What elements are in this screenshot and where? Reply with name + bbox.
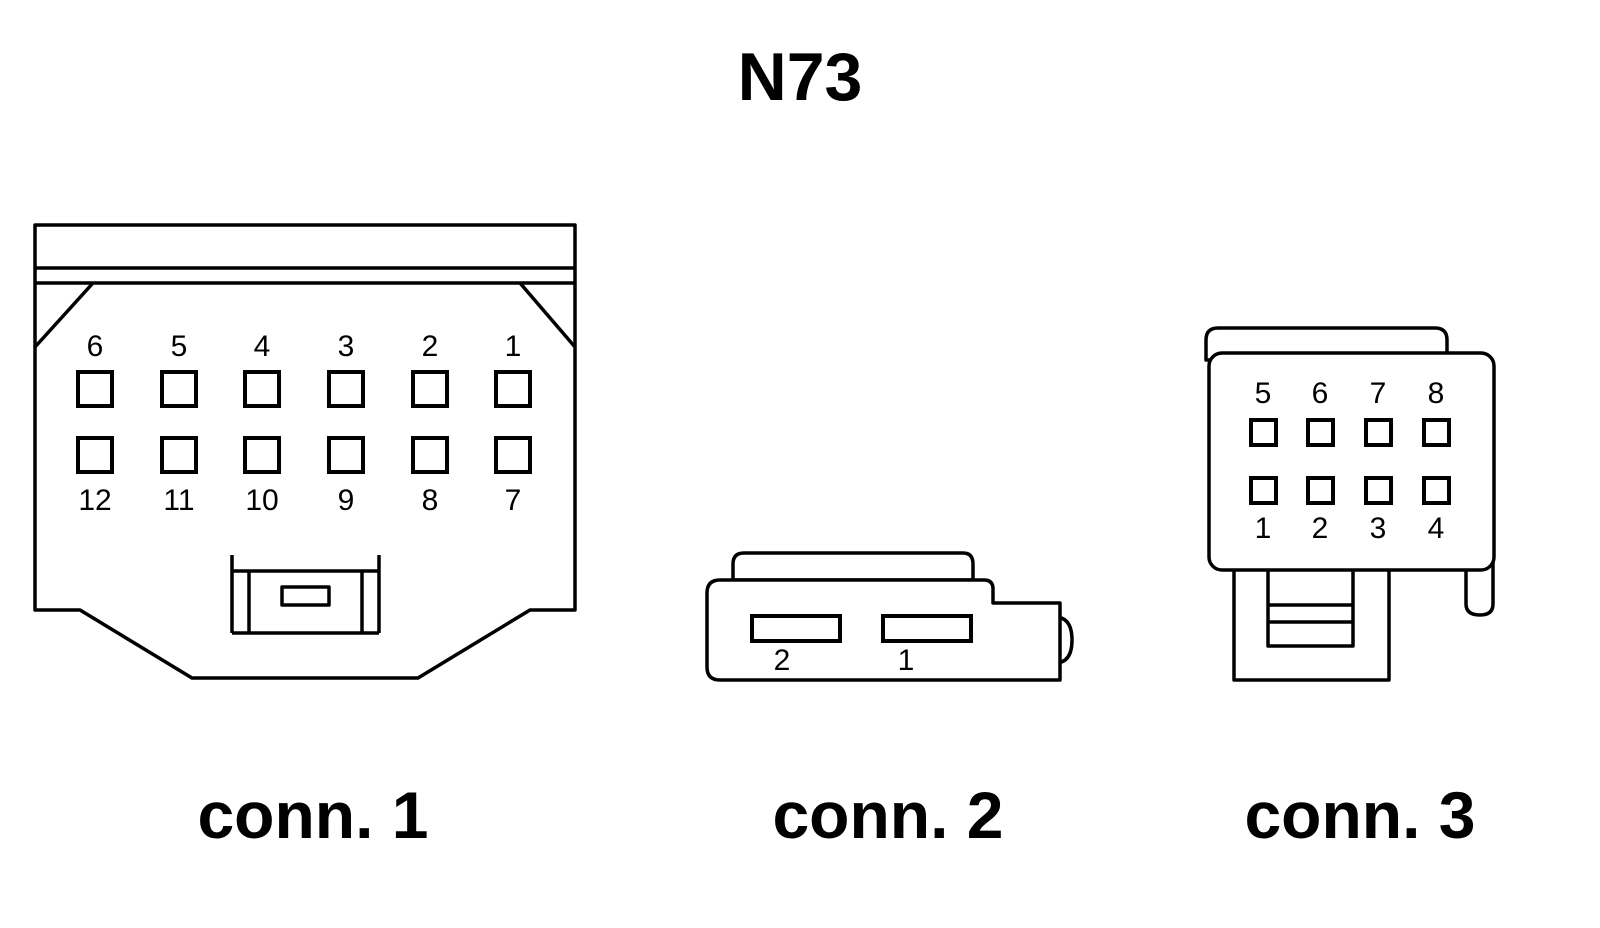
- pin-number: 5: [1255, 377, 1272, 410]
- connector-1-latch: [230, 555, 381, 635]
- connector-2-label: conn. 2: [772, 778, 1003, 852]
- pin-1: [494, 370, 532, 408]
- pin-number: 7: [505, 484, 522, 517]
- pin-12: [76, 436, 114, 474]
- connector-1-pins: [76, 370, 532, 474]
- pin-1: [1249, 476, 1278, 505]
- connector-2: 2 1: [705, 551, 1074, 682]
- pin-2: [750, 614, 842, 643]
- pin-number: 5: [171, 330, 188, 363]
- pin-7: [1364, 418, 1393, 447]
- pin-10: [243, 436, 281, 474]
- pin-3: [327, 370, 365, 408]
- connector-3: 5 6 7 8 1 2 3 4: [1204, 326, 1496, 682]
- pin-number: 1: [898, 644, 915, 677]
- connector-1-right-chamfer: [518, 281, 577, 349]
- pin-number: 7: [1370, 377, 1387, 410]
- pin-number: 6: [87, 330, 104, 363]
- connector-1-pin-numbers: 6 5 4 3 2 1 12 11 10 9 8 7: [78, 330, 521, 517]
- pin-11: [160, 436, 198, 474]
- pin-8: [411, 436, 449, 474]
- pin-4: [243, 370, 281, 408]
- pin-number: 1: [1255, 512, 1272, 545]
- connector-3-label: conn. 3: [1244, 778, 1475, 852]
- pin-3: [1364, 476, 1393, 505]
- pin-number: 9: [338, 484, 355, 517]
- pin-number: 6: [1312, 377, 1329, 410]
- connector-1-left-chamfer: [33, 281, 95, 349]
- pin-5: [1249, 418, 1278, 447]
- connector-3-housing: [1207, 351, 1496, 572]
- diagram-title: N73: [738, 39, 863, 115]
- pin-number: 12: [78, 484, 111, 517]
- pin-9: [327, 436, 365, 474]
- pin-number: 2: [422, 330, 439, 363]
- pin-6: [76, 370, 114, 408]
- connector-1-label: conn. 1: [197, 778, 428, 852]
- pin-number: 3: [338, 330, 355, 363]
- pin-8: [1422, 418, 1451, 447]
- connector-3-bottom-lock: [1232, 558, 1391, 682]
- pin-number: 2: [774, 644, 791, 677]
- pin-number: 8: [422, 484, 439, 517]
- connector-1-housing: [33, 223, 577, 680]
- pin-2: [1306, 476, 1335, 505]
- pin-7: [494, 436, 532, 474]
- pin-number: 3: [1370, 512, 1387, 545]
- pin-number: 8: [1428, 377, 1445, 410]
- pin-number: 2: [1312, 512, 1329, 545]
- pin-5: [160, 370, 198, 408]
- pin-number: 4: [1428, 512, 1445, 545]
- pin-number: 11: [163, 484, 194, 517]
- connector-1: 6 5 4 3 2 1 12 11 10 9 8 7: [33, 223, 577, 680]
- pin-number: 10: [245, 484, 278, 517]
- pin-number: 4: [254, 330, 271, 363]
- pin-4: [1422, 476, 1451, 505]
- pin-number: 1: [505, 330, 522, 363]
- connector-2-top-ridge: [731, 551, 975, 582]
- connector-3-side-post: [1464, 558, 1495, 617]
- pin-1: [881, 614, 973, 643]
- pin-6: [1306, 418, 1335, 447]
- pin-2: [411, 370, 449, 408]
